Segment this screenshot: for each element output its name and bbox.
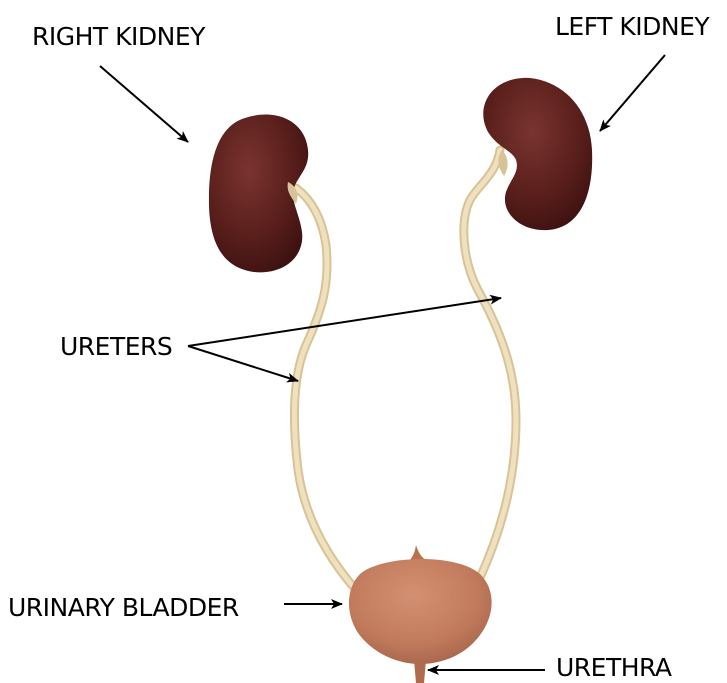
urethra xyxy=(414,660,426,683)
left-ureter-highlight xyxy=(464,150,516,582)
right-kidney-arrow xyxy=(100,66,188,142)
urinary-bladder xyxy=(349,559,492,664)
ureters-arrow-right xyxy=(188,298,501,346)
right-kidney-label: RIGHT KIDNEY xyxy=(32,22,206,51)
right-ureter-highlight xyxy=(294,188,356,590)
ureters-label: URETERS xyxy=(60,332,172,361)
urinary-bladder-label: URINARY BLADDER xyxy=(8,593,239,622)
left-kidney-label: LEFT KIDNEY xyxy=(555,12,710,41)
ureters-arrow-left xyxy=(188,346,298,381)
left-kidney-arrow xyxy=(600,55,665,131)
urethra-label: URETHRA xyxy=(556,653,672,682)
left-kidney-hilum xyxy=(498,150,507,176)
